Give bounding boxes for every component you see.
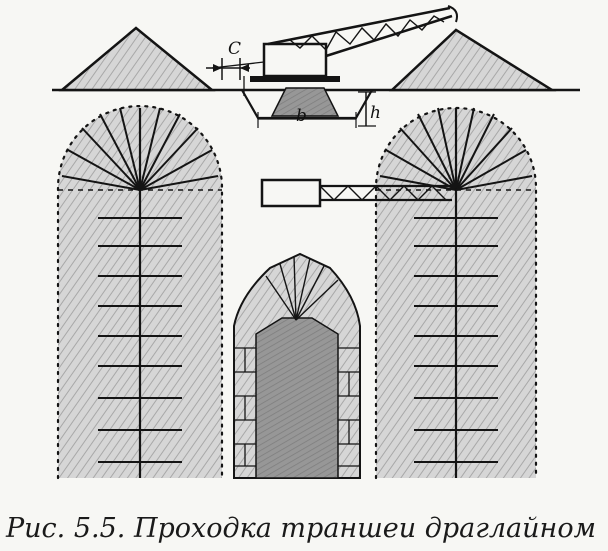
right-zone-rungs bbox=[414, 217, 498, 463]
trench-face-rays bbox=[265, 255, 339, 321]
left-spoil-zone bbox=[56, 104, 224, 480]
cross-section: C b h bbox=[52, 5, 580, 128]
trench-profile bbox=[241, 89, 373, 120]
left-zone-rays bbox=[61, 107, 219, 191]
dimension-c-arrow-right bbox=[240, 64, 249, 72]
crane-boom-lattice bbox=[289, 15, 445, 52]
dragline-plan-icon bbox=[260, 178, 452, 208]
dragline-crane-icon bbox=[211, 5, 458, 96]
trench-brick-courses bbox=[234, 347, 360, 467]
plan-view bbox=[56, 104, 538, 480]
crane-track bbox=[250, 76, 340, 82]
crane-boom-tip bbox=[447, 5, 458, 23]
label-h: h bbox=[370, 103, 381, 123]
left-zone-outline bbox=[56, 104, 224, 480]
trench-plan bbox=[233, 252, 361, 479]
plan-boom-lattice bbox=[319, 185, 447, 201]
trench-dragline-figure: C b h bbox=[52, 5, 580, 480]
crane-boom-lower bbox=[325, 14, 453, 58]
crane-boom-upper bbox=[267, 6, 451, 46]
crane-drag-rope bbox=[211, 61, 265, 69]
trench-fill-section bbox=[270, 87, 340, 117]
right-zone-rays bbox=[379, 107, 533, 191]
left-spoil-pile bbox=[58, 26, 216, 92]
trench-inner-dark bbox=[255, 317, 339, 479]
plan-crane-body bbox=[260, 178, 322, 208]
right-spoil-zone bbox=[374, 106, 538, 480]
label-c: C bbox=[228, 39, 241, 59]
right-spoil-pile bbox=[388, 28, 557, 92]
label-b: b bbox=[296, 106, 307, 126]
left-zone-rungs bbox=[98, 217, 182, 463]
figure-caption: Рис. 5.5. Проходка траншеи драглайном bbox=[6, 513, 596, 544]
crane-body bbox=[262, 42, 328, 78]
